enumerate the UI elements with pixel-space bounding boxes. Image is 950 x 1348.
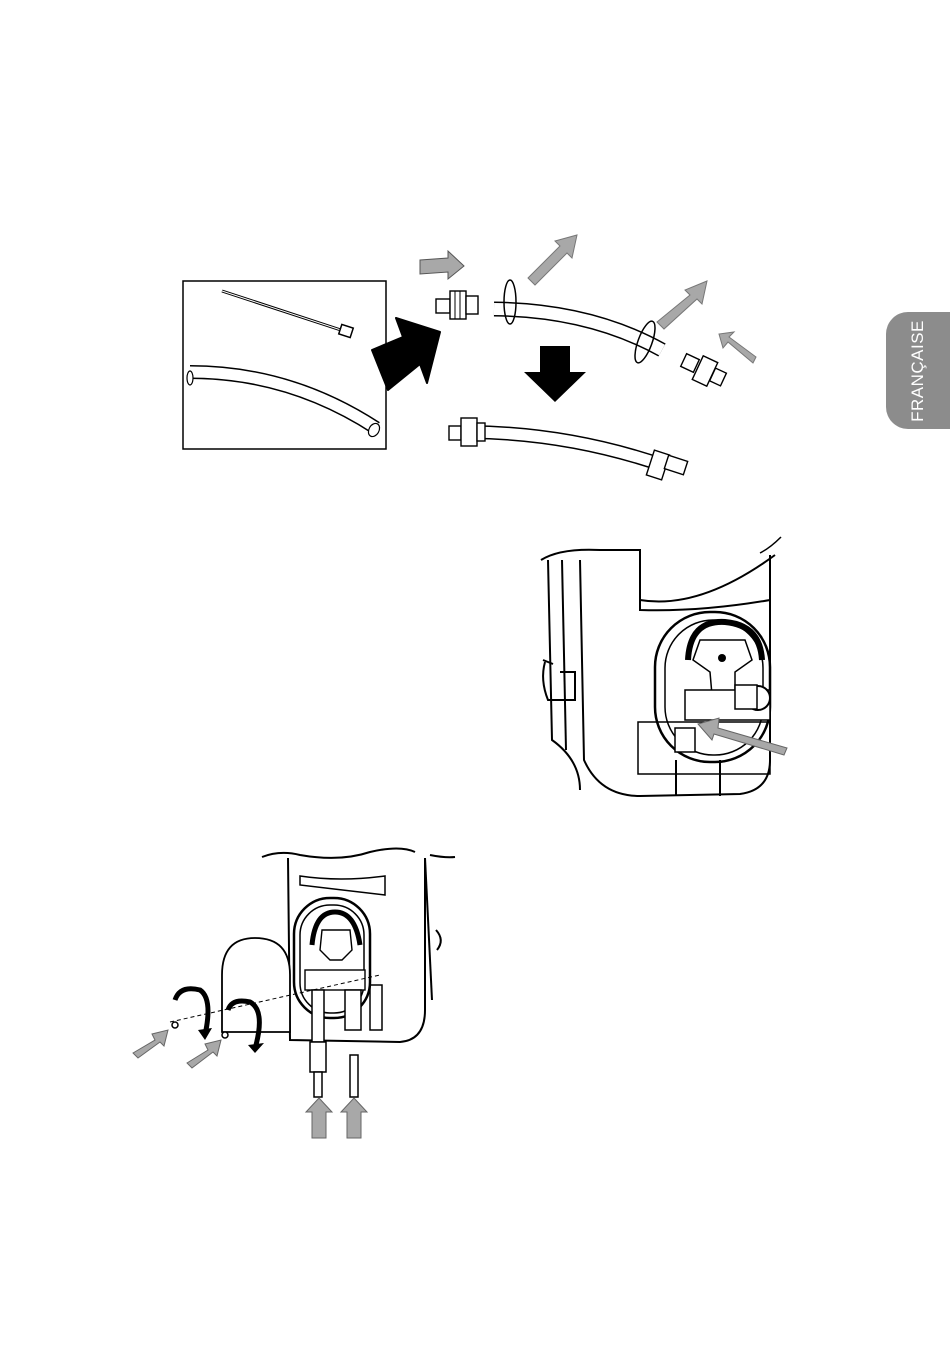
pointer-arrow-icon (133, 1030, 168, 1058)
hose-icon (310, 990, 361, 1097)
pointer-arrow-icon (306, 1098, 332, 1138)
rotor-icon (305, 912, 365, 990)
pointer-arrow-icon (341, 1098, 367, 1138)
rotation-arrow-icon (198, 1028, 212, 1040)
pointer-arrow-icon (187, 1040, 221, 1068)
rotation-arrow-icon (248, 1043, 264, 1053)
